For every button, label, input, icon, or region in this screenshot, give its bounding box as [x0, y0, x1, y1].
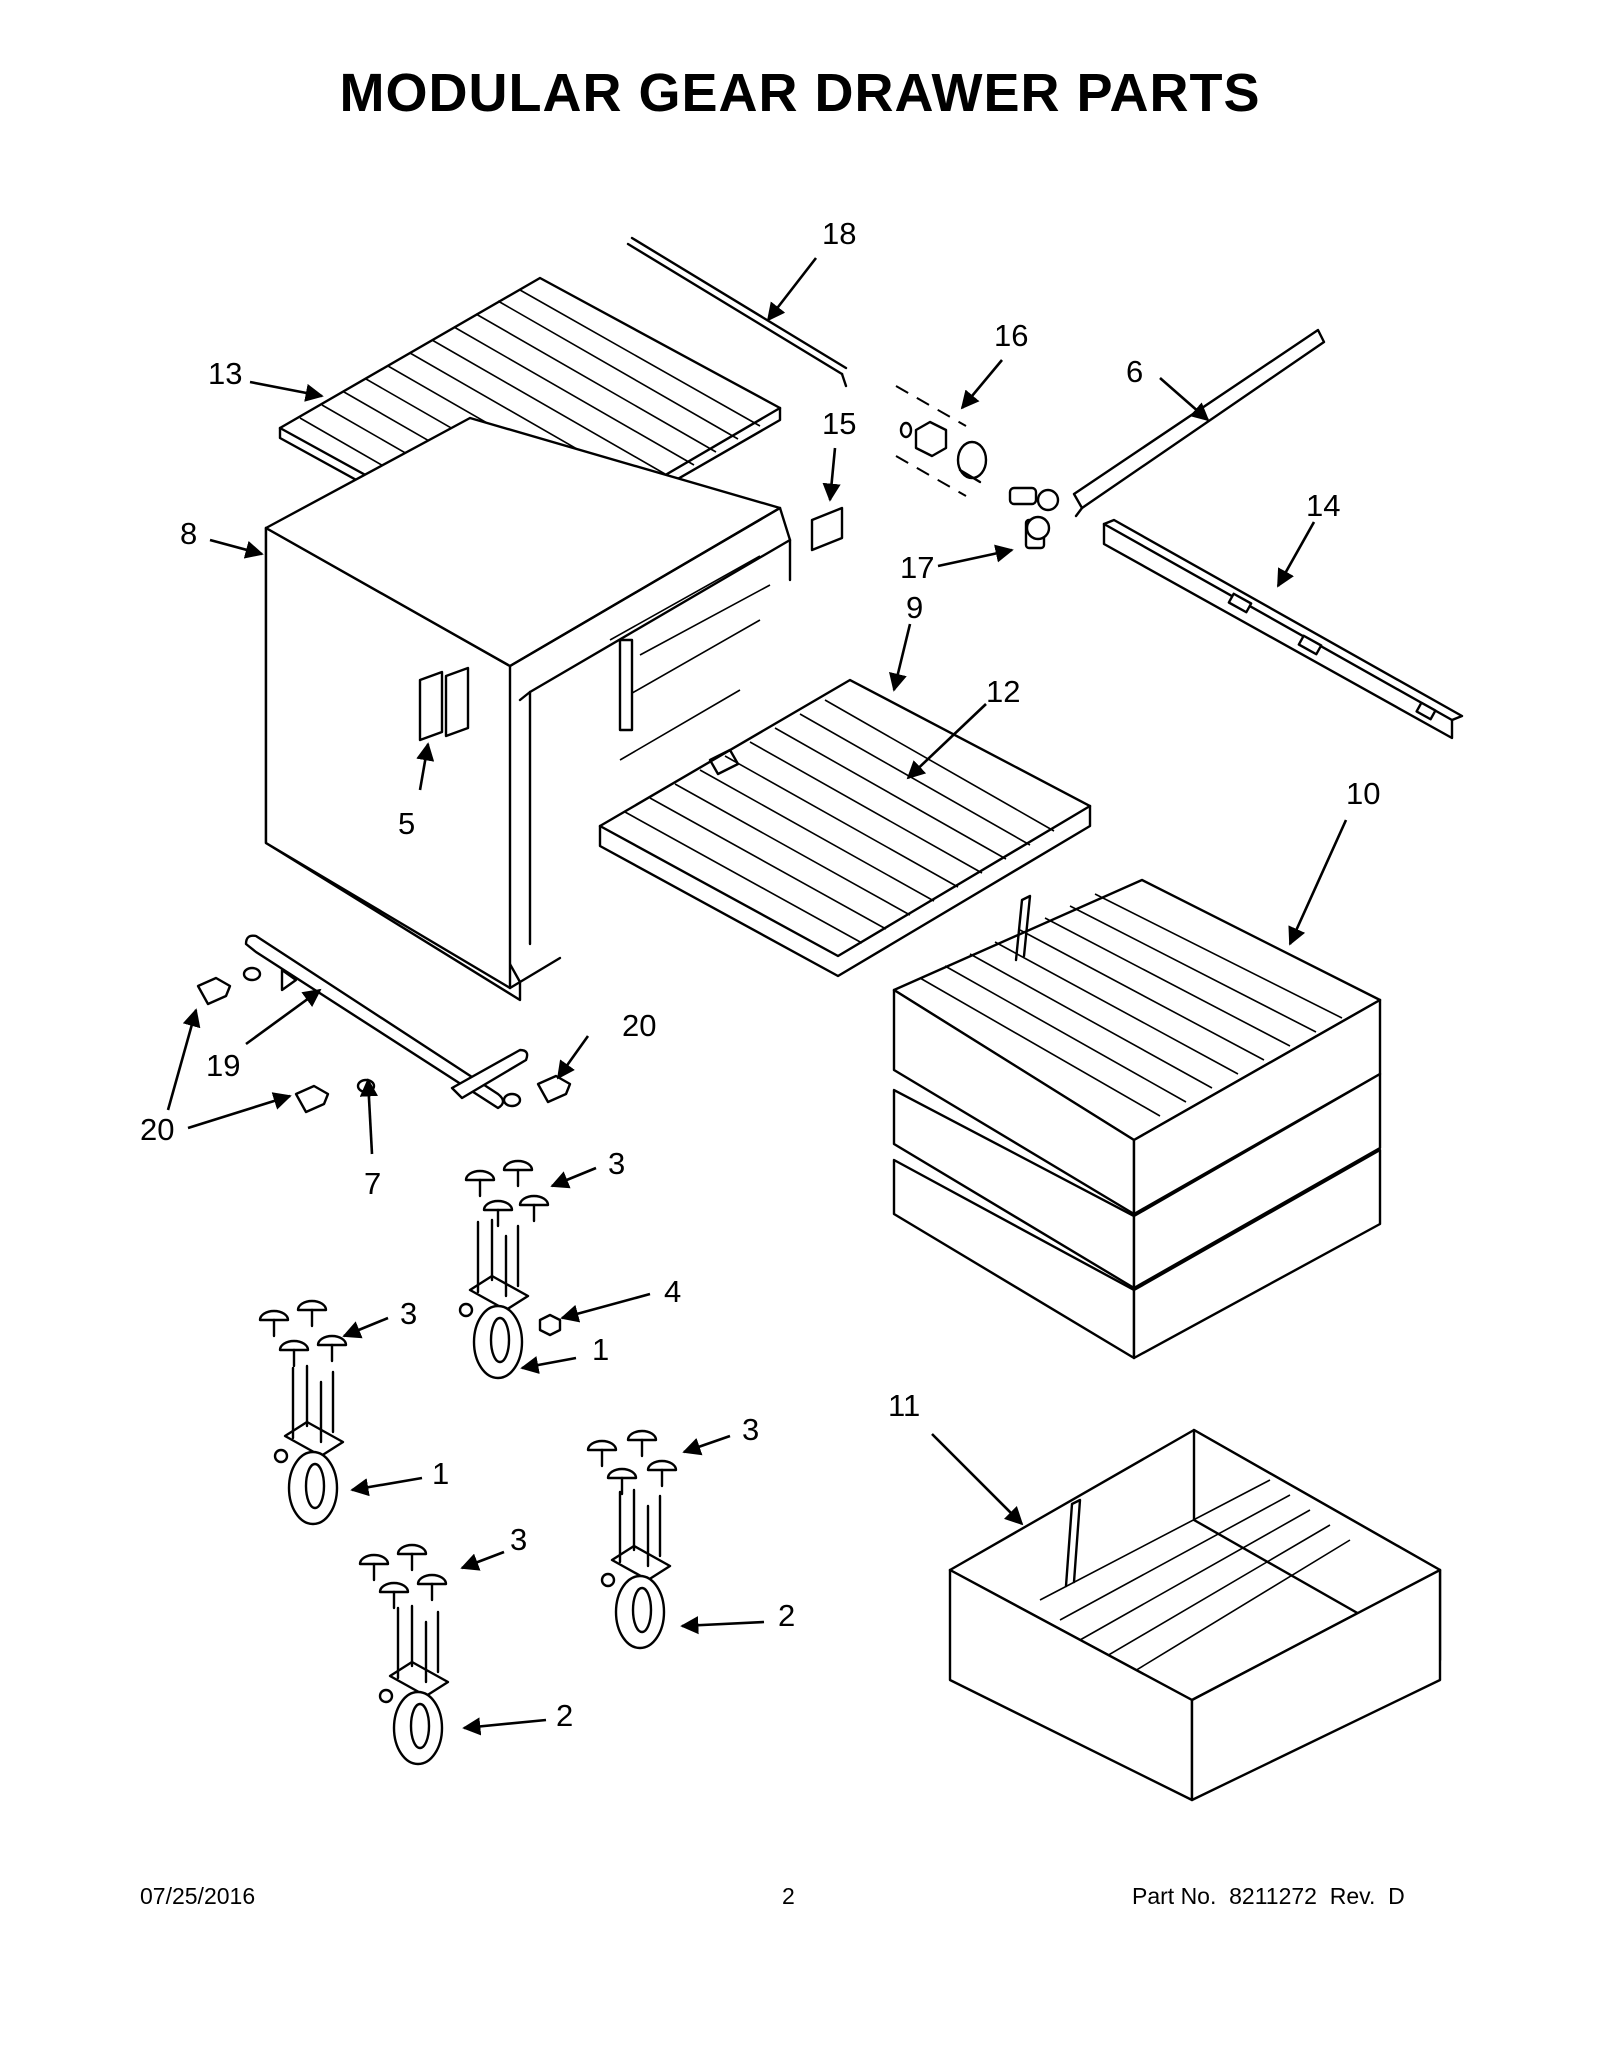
callout-13: 13: [208, 356, 243, 391]
cabinet: [264, 416, 792, 1002]
page-title: MODULAR GEAR DRAWER PARTS: [339, 63, 1261, 123]
callout-18: 18: [822, 216, 857, 251]
deep-drawer: [948, 1428, 1442, 1802]
callout-8: 8: [180, 516, 198, 551]
callout-7: 7: [364, 1166, 382, 1201]
caster-1-left: [273, 1364, 345, 1526]
drawer-stack: [892, 878, 1382, 1360]
callout-3-low: 3: [510, 1522, 528, 1557]
caster-2-low: [378, 1604, 450, 1766]
drawer-slide: [1102, 518, 1464, 740]
callout-2-low: 2: [556, 1698, 574, 1733]
footer-page-number: 2: [782, 1883, 795, 1909]
callout-12: 12: [986, 674, 1021, 709]
leader-arrows: [166, 257, 1348, 1736]
carriage-bolts: [258, 1159, 678, 1610]
callout-3-mid: 3: [742, 1412, 760, 1447]
callout-10: 10: [1346, 776, 1381, 811]
callout-11: 11: [888, 1388, 921, 1423]
drawer-tray: [598, 678, 1092, 978]
caster-2-mid: [600, 1488, 672, 1650]
callout-14: 14: [1306, 488, 1341, 523]
callout-4: 4: [664, 1274, 682, 1309]
callout-3-top: 3: [608, 1146, 626, 1181]
footer-date: 07/25/2016: [140, 1883, 256, 1909]
callout-19: 19: [206, 1048, 241, 1083]
callout-20-right: 20: [622, 1008, 657, 1043]
label-plate: [810, 506, 844, 552]
callout-16: 16: [994, 318, 1029, 353]
callout-9: 9: [906, 590, 924, 625]
callout-17: 17: [900, 550, 935, 585]
footer-part-number: Part No. 8211272 Rev. D: [1132, 1883, 1405, 1909]
callout-15: 15: [822, 406, 857, 441]
rod: [626, 236, 848, 388]
callout-6: 6: [1126, 354, 1144, 389]
caster-1-top: [458, 1218, 530, 1380]
callout-5: 5: [398, 806, 416, 841]
lock-assembly: [895, 385, 988, 497]
callout-2-mid: 2: [778, 1598, 796, 1633]
callout-1-left: 1: [432, 1456, 450, 1491]
callout-20-left: 20: [140, 1112, 175, 1147]
callout-1-top: 1: [592, 1332, 610, 1367]
keys: [1008, 486, 1060, 550]
trim-strip: [1072, 328, 1326, 518]
callout-3-left: 3: [400, 1296, 418, 1331]
handle-bar: [196, 934, 572, 1114]
